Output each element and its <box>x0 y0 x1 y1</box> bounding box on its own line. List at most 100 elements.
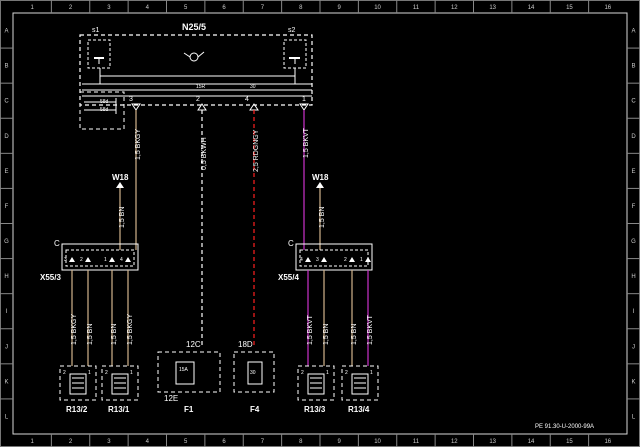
heater-box <box>59 365 97 401</box>
column-labels: 1122334455667788991010111112121313141415… <box>31 0 612 447</box>
wire-label-bkwh: 0,5 BKWH <box>201 137 208 170</box>
column-label: 14 <box>528 5 535 11</box>
fuse-f4-label: F4 <box>250 405 260 414</box>
wire-label-rdgngy: 2,5 RDGNGY <box>253 129 260 172</box>
fuse-f4-top: 18D <box>238 340 253 349</box>
connector-pin <box>125 257 131 262</box>
side-pin-b: 58d <box>100 107 109 113</box>
row-label: F <box>632 204 636 210</box>
row-label: I <box>633 309 635 315</box>
column-label: 12 <box>451 439 458 445</box>
heater-box <box>341 365 379 401</box>
row-label: A <box>631 29 635 35</box>
connector-pin <box>85 257 91 262</box>
heater-r13-3-label: R13/3 <box>304 405 326 414</box>
connector-pin <box>365 257 371 262</box>
row-label: J <box>5 344 8 350</box>
ground-w18-right-symbol <box>316 182 324 188</box>
module-label: N25/5 <box>182 22 206 32</box>
column-label: 16 <box>604 5 611 11</box>
column-label: 1 <box>31 439 35 445</box>
heater-resistor <box>351 373 369 395</box>
heater-pin-2: 2 <box>345 370 348 376</box>
column-label: 1 <box>31 5 35 11</box>
column-label: 8 <box>299 5 303 11</box>
lower-wire-label-r2: 1,5 BN <box>323 324 330 345</box>
heater-pin-2: 2 <box>105 370 108 376</box>
connector-pin-number: 1 <box>104 257 107 263</box>
row-label: H <box>4 274 8 280</box>
lower-wire-label-l4: 1,5 BKGY <box>127 314 134 345</box>
column-label: 13 <box>489 439 496 445</box>
row-label: A <box>4 29 8 35</box>
heater-pin-1: 1 <box>326 370 329 376</box>
lower-wire-label-l3: 1,5 BN <box>111 324 118 345</box>
column-label: 7 <box>261 5 265 11</box>
heater-r13-1-label: R13/1 <box>108 405 130 414</box>
row-label: D <box>4 134 9 140</box>
column-label: 9 <box>338 439 342 445</box>
column-label: 4 <box>146 439 150 445</box>
row-label: I <box>6 309 8 315</box>
heater-box <box>101 365 139 401</box>
column-label: 9 <box>338 5 342 11</box>
connector-pin-number: 3 <box>64 257 67 263</box>
row-label: D <box>631 134 636 140</box>
column-label: 11 <box>413 439 420 445</box>
switch-s2-label: s2 <box>288 27 296 34</box>
column-label: 7 <box>261 439 265 445</box>
heater-r13-4-label: R13/4 <box>348 405 370 414</box>
row-label: F <box>5 204 9 210</box>
pin-1-label: 1 <box>302 96 306 103</box>
connector-pin-number: 4 <box>300 257 303 263</box>
connector-x55-3-shape <box>61 243 139 271</box>
lower-wire-label-r1: 1,5 BKVT <box>307 314 314 345</box>
connector-pin <box>69 257 75 262</box>
column-label: 15 <box>566 5 573 11</box>
column-label: 3 <box>107 5 111 11</box>
column-label: 15 <box>566 439 573 445</box>
ground-w18-left-symbol <box>116 182 124 188</box>
row-label: K <box>4 379 8 385</box>
column-label: 11 <box>413 5 420 11</box>
heater-r13-2-label: R13/2 <box>66 405 88 414</box>
column-label: 6 <box>222 5 226 11</box>
fuse-f1-label: F1 <box>184 405 194 414</box>
row-label: K <box>631 379 635 385</box>
row-label: J <box>632 344 635 350</box>
connector-x55-4-c: C <box>288 239 294 248</box>
fuse-f4-box <box>233 351 275 393</box>
row-label: B <box>631 64 635 70</box>
wire-label-bkgy: 1,5 BKGY <box>135 129 142 160</box>
lower-wire-label-l2: 1,5 BN <box>87 324 94 345</box>
wire-label-bkvt: 1,5 BKVT <box>303 127 310 158</box>
row-label: B <box>4 64 8 70</box>
fuse-f4-inner: 30 <box>250 370 256 376</box>
column-label: 4 <box>146 5 150 11</box>
pin-15r-label: 15R <box>196 84 206 90</box>
column-label: 14 <box>528 439 535 445</box>
heater-resistor <box>69 373 87 395</box>
drawing-reference: PE 91.30-U-2000-99A <box>535 424 594 430</box>
lower-wires <box>71 270 369 366</box>
row-label: H <box>631 274 635 280</box>
connector-pin-number: 2 <box>344 257 347 263</box>
row-label: E <box>631 169 635 175</box>
ground-w18-right: W18 <box>312 173 329 182</box>
column-label: 5 <box>184 5 188 11</box>
lower-wire-label-r3: 1,5 BN <box>351 324 358 345</box>
row-label: C <box>4 99 9 105</box>
wire-label-bn-right: 1,5 BN <box>319 207 326 228</box>
heater-pin-1: 1 <box>370 370 373 376</box>
pin-4-label: 4 <box>245 96 249 103</box>
pin-terminals <box>131 103 309 111</box>
wire-label-bn-left: 1,5 BN <box>119 207 126 228</box>
connector-pin <box>321 257 327 262</box>
fuse-f1-box <box>157 351 221 393</box>
connector-x55-3-c: C <box>54 239 60 248</box>
fuse-f1-bottom: 12E <box>164 394 178 403</box>
switch-s1-label: s1 <box>92 27 100 34</box>
